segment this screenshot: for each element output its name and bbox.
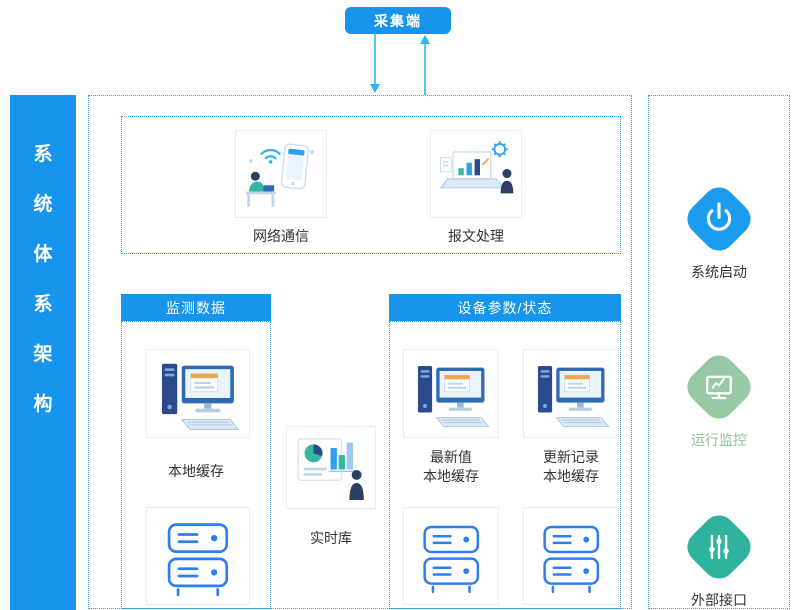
local-cache-card <box>146 349 250 438</box>
monitor-server-card <box>146 507 250 605</box>
update-record-card <box>523 349 619 438</box>
monitor-icon <box>697 365 741 409</box>
system-start-item: 系统启动 <box>649 180 789 282</box>
comm-panel: 网络通信 报文处理 <box>121 116 621 254</box>
local-cache-label: 本地缓存 <box>168 463 224 479</box>
system-start-label: 系统启动 <box>691 264 747 280</box>
workstation-icon <box>151 353 245 433</box>
update-record-label: 更新记录 本地缓存 <box>543 449 599 484</box>
right-panel: 系统启动 运行监控 外部接口 <box>648 95 790 609</box>
latest-value-card <box>403 349 499 438</box>
message-processing-label: 报文处理 <box>448 228 504 244</box>
server-icon <box>528 512 614 600</box>
server-icon <box>408 512 494 600</box>
run-monitor-label: 运行监控 <box>691 432 747 448</box>
run-monitor-item: 运行监控 <box>649 348 789 450</box>
sliders-icon <box>697 525 741 569</box>
flow-arrows <box>370 33 430 95</box>
device-status-panel: 最新值 本地缓存 更新记录 本地缓存 <box>389 321 621 609</box>
run-monitor-badge <box>680 348 758 426</box>
message-processing-card <box>430 130 522 218</box>
latest-value-label: 最新值 本地缓存 <box>423 449 479 484</box>
collector-node: 采集端 <box>345 7 451 34</box>
system-start-badge <box>680 180 758 258</box>
message-processing-icon <box>435 134 518 213</box>
server-icon <box>151 512 245 600</box>
up-arrow-head <box>420 35 430 44</box>
monitor-data-panel: 本地缓存 <box>121 321 271 609</box>
main-panel: 网络通信 报文处理 监测数据 本地缓存 实时库 设备参数/状态 <box>88 95 632 609</box>
down-arrow-head <box>370 84 380 93</box>
vertical-title-char: 统 <box>33 194 53 215</box>
network-comm-label: 网络通信 <box>253 228 309 244</box>
vertical-title-char: 系 <box>33 294 53 315</box>
update-record-server-card <box>523 507 619 605</box>
network-comm-icon <box>240 134 323 213</box>
external-interface-item: 外部接口 <box>649 508 789 610</box>
workstation-icon <box>528 353 614 433</box>
workstation-icon <box>408 353 494 433</box>
monitor-data-header: 监测数据 <box>121 294 271 321</box>
vertical-title-char: 系 <box>33 144 53 165</box>
network-comm-card <box>235 130 327 218</box>
vertical-title-char: 体 <box>33 244 53 265</box>
realtime-db-icon <box>291 430 372 505</box>
power-icon <box>697 197 741 241</box>
latest-value-server-card <box>403 507 499 605</box>
realtime-db-label: 实时库 <box>310 530 352 546</box>
vertical-title-bar: 系 统 体 系 架 构 <box>10 95 76 610</box>
realtime-db-card <box>286 426 376 509</box>
vertical-title-char: 架 <box>33 344 53 365</box>
external-interface-label: 外部接口 <box>691 592 747 608</box>
external-interface-badge <box>680 508 758 586</box>
vertical-title-char: 构 <box>33 394 53 415</box>
device-status-header: 设备参数/状态 <box>389 294 621 321</box>
